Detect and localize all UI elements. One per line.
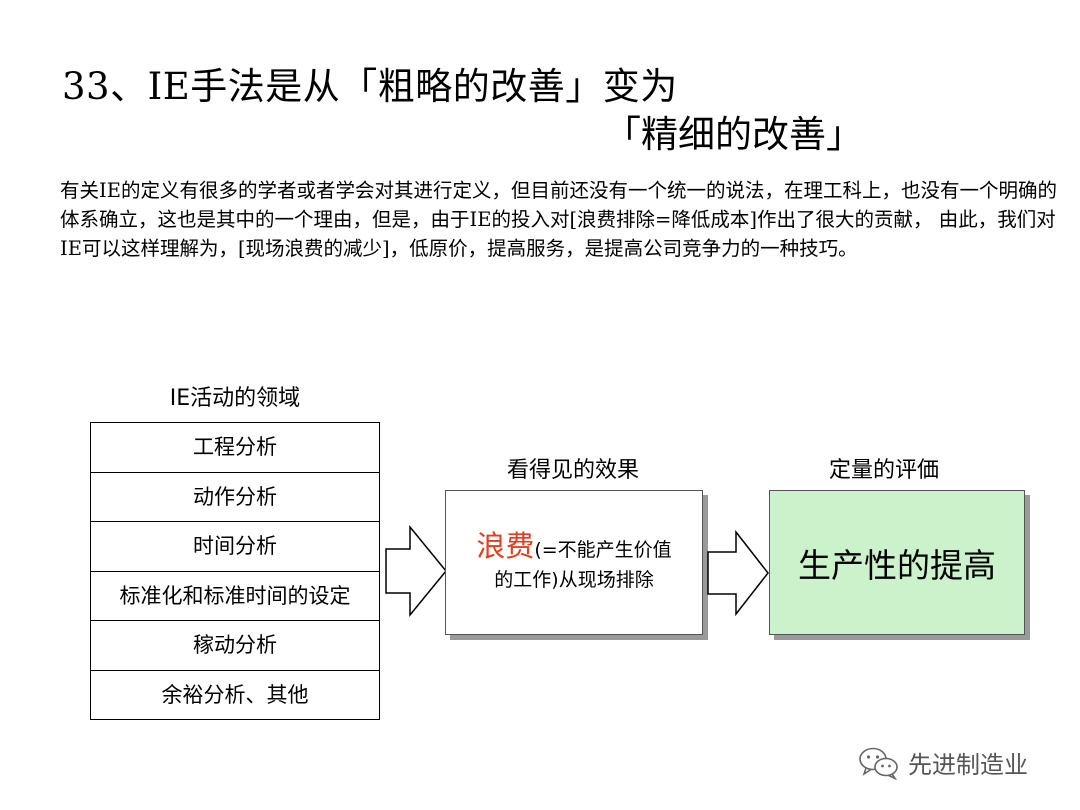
waste-line2: 的工作)从现场排除 xyxy=(494,568,654,591)
intro-paragraph: 有关IE的定义有很多的学者或者学会对其进行定义，但目前还没有一个统一的说法，在理… xyxy=(60,179,1057,260)
arrow-right-icon xyxy=(707,530,769,616)
watermark-text: 先进制造业 xyxy=(908,751,1028,779)
page-title-line2: 「精细的改善」 xyxy=(604,113,863,156)
arrow-right-icon xyxy=(385,525,447,617)
page-title-line1: 33、IE手法是从「粗略的改善」变为 xyxy=(62,65,678,108)
waste-line1: 浪费(=不能产生价值 xyxy=(476,531,671,565)
domains-title: IE活动的领域 xyxy=(169,386,301,411)
waste-definition: (=不能产生价值 xyxy=(534,538,672,561)
domain-item: 时间分析 xyxy=(91,522,379,572)
domain-item: 余裕分析、其他 xyxy=(161,682,309,707)
watermark: 先进制造业 xyxy=(858,745,1028,780)
visible-effect-box: 浪费(=不能产生价值 的工作)从现场排除 xyxy=(445,490,703,635)
evaluation-caption: 定量的评価 xyxy=(828,458,939,483)
domain-item: 稼动分析 xyxy=(91,621,379,671)
visible-effect-caption: 看得见的效果 xyxy=(506,458,639,483)
domain-item: 工程分析 xyxy=(91,423,379,473)
productivity-text: 生产性的提高 xyxy=(798,545,996,585)
domain-item: 标准化和标准时间的设定 xyxy=(91,572,379,621)
productivity-box: 生产性的提高 xyxy=(769,490,1025,635)
wechat-icon xyxy=(859,747,898,780)
waste-keyword: 浪费 xyxy=(476,528,535,563)
domains-list: 工程分析 动作分析 时间分析 标准化和标准时间的设定 稼动分析 余裕分析、其他 xyxy=(90,422,380,720)
domain-item: 动作分析 xyxy=(91,473,379,522)
